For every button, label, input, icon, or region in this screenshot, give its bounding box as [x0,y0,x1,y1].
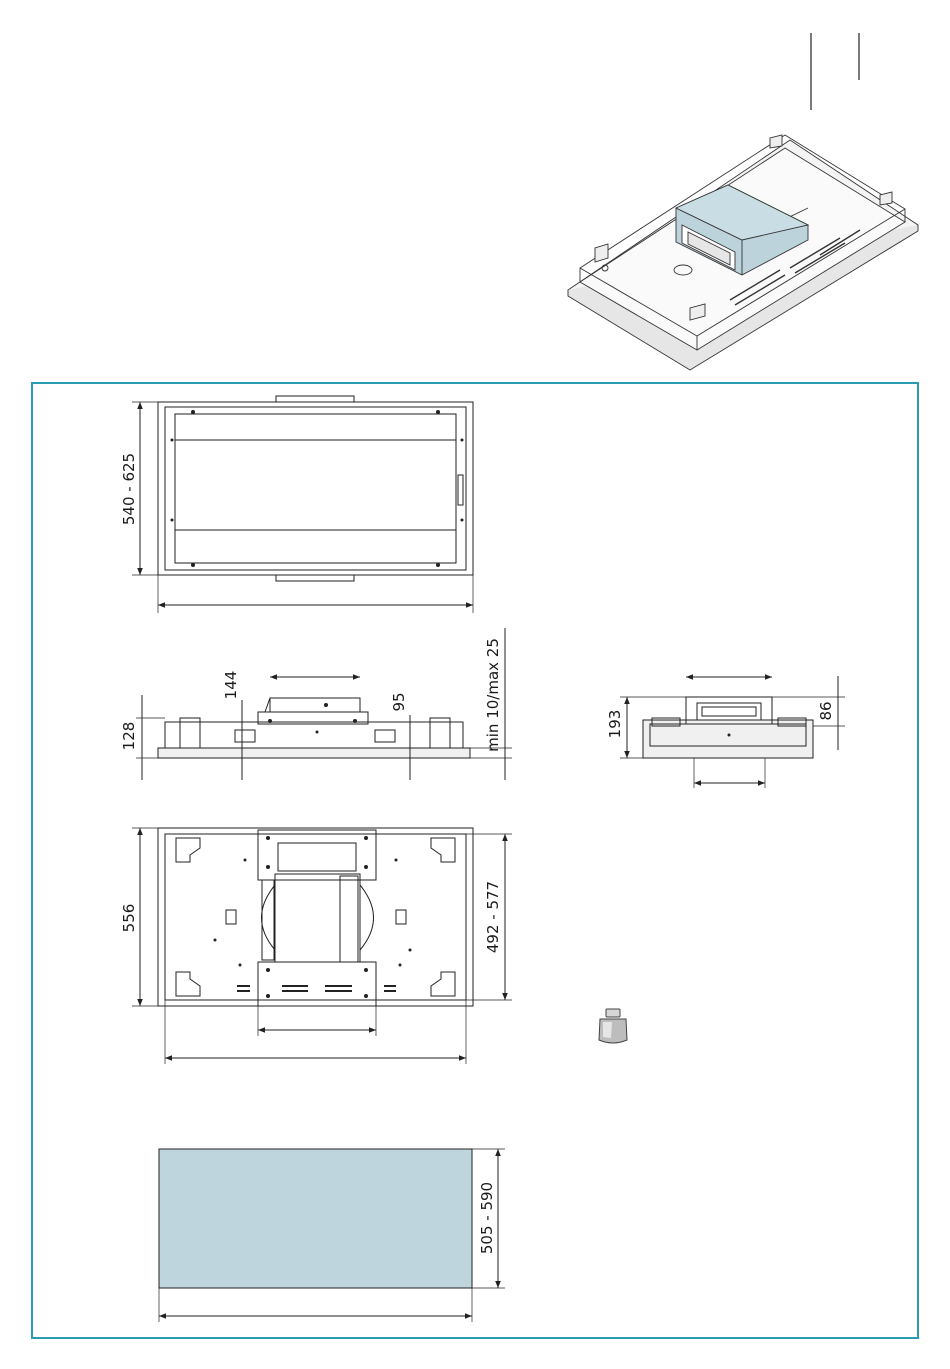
front-view-motor-label: 86 [817,701,835,720]
weight-icon [599,1009,627,1043]
side-view-insert-label: min 10/max 25 [484,638,502,752]
top-view [158,396,473,581]
cutout-area [159,1149,472,1288]
side-view-height-label: 128 [120,722,138,751]
front-view [643,697,813,758]
bottom-view [158,828,473,1006]
isometric-hood-illustration [568,135,918,370]
bottom-view-depth-label: 556 [120,904,138,933]
side-view [158,698,470,758]
front-view-height-label: 193 [606,710,624,739]
side-view-motor-label: 144 [222,671,240,700]
cutout-depth-label: 505 - 590 [478,1182,496,1254]
top-view-height-label: 540 - 625 [120,453,138,525]
side-view-gap-label: 95 [390,692,408,711]
bottom-view-inner-label: 492 - 577 [484,881,502,953]
